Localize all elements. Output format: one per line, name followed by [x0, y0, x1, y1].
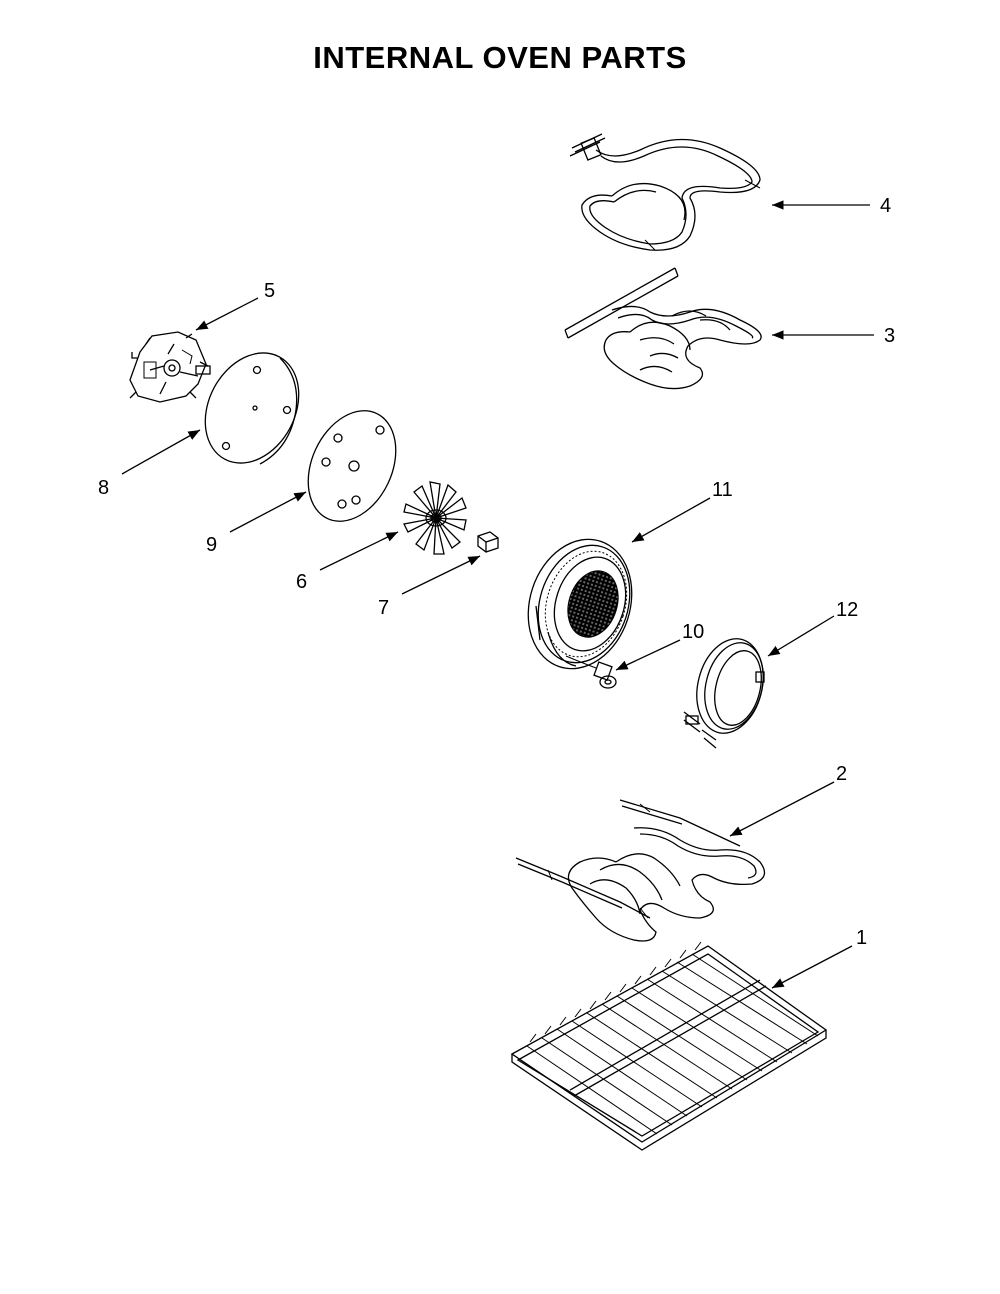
callout-8: 8: [98, 477, 109, 499]
callout-labels: 4 3 5 8 9 6 7 11 10 12 2 1: [98, 195, 895, 949]
rack-wires: [526, 941, 819, 1135]
callout-leaders: [121, 200, 874, 989]
part-3-bake-element: [564, 267, 762, 390]
part-4-broil-element: [569, 133, 761, 251]
part-10-temperature-sensor: [565, 655, 617, 689]
part-12-convection-element: [683, 638, 765, 749]
callout-4: 4: [880, 195, 891, 217]
callout-6: 6: [296, 571, 307, 593]
callout-10: 10: [682, 621, 704, 643]
part-9-gasket: [307, 410, 397, 522]
callout-5: 5: [264, 280, 275, 302]
callout-7: 7: [378, 597, 389, 619]
part-6-fan-blade: [403, 481, 467, 555]
callout-1: 1: [856, 927, 867, 949]
callout-11: 11: [712, 479, 733, 501]
part-8-back-plate: [204, 352, 300, 465]
callout-2: 2: [836, 763, 847, 785]
diagram-title: INTERNAL OVEN PARTS: [313, 40, 687, 75]
part-5-convection-motor: [129, 331, 211, 403]
part-2-lower-element: [515, 799, 766, 942]
callout-3: 3: [884, 325, 895, 347]
part-11-fan-cover: [527, 538, 633, 670]
part-7-nut: [477, 531, 499, 553]
callout-9: 9: [206, 534, 217, 556]
part-1-oven-rack: [510, 941, 828, 1151]
callout-12: 12: [836, 599, 858, 621]
